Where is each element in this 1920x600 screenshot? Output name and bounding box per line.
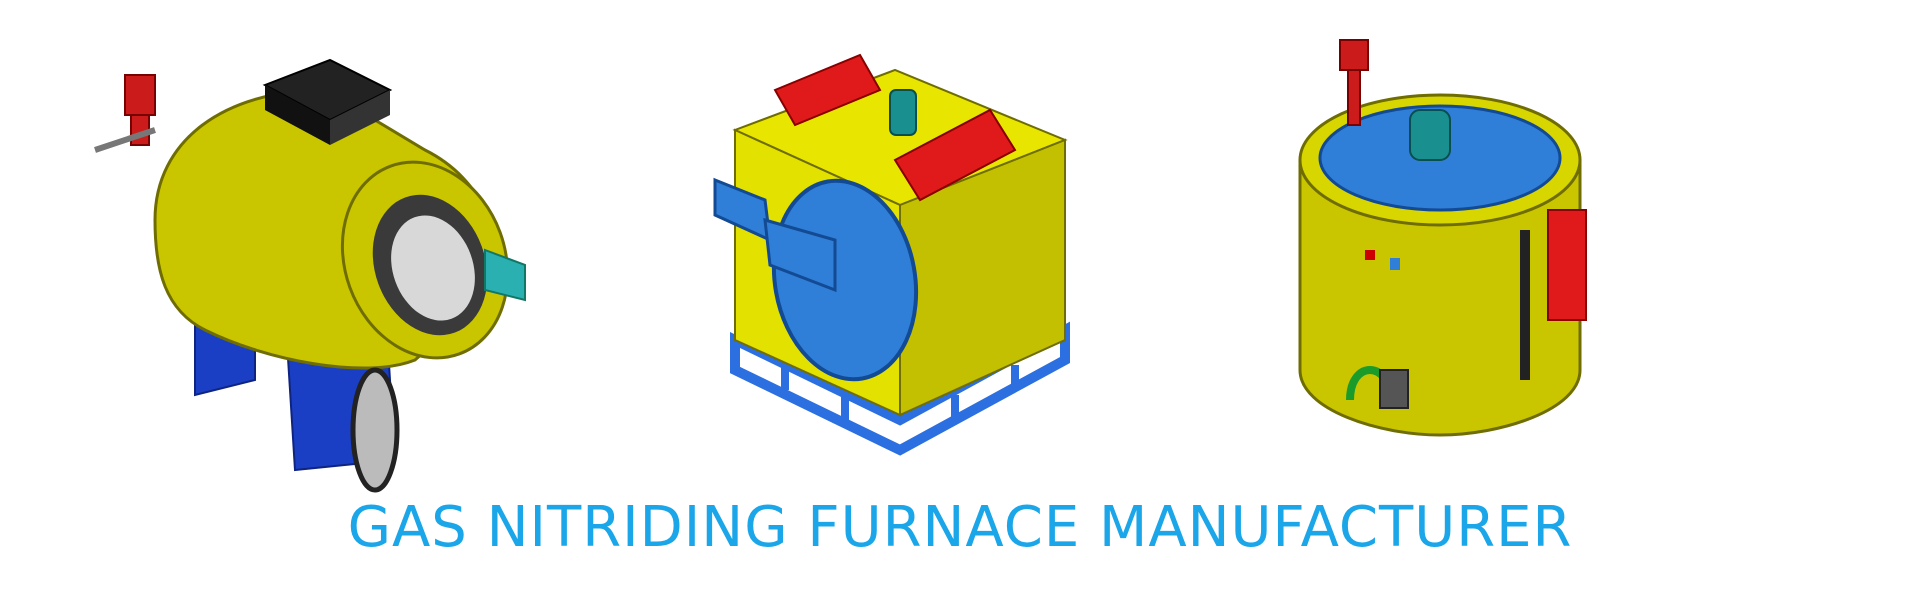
indicator-red	[1365, 250, 1375, 260]
gas-pipe	[94, 127, 156, 153]
box-furnace-illustration	[713, 53, 1070, 456]
horizontal-furnace-illustration	[94, 58, 526, 493]
pit-furnace-illustration	[1298, 39, 1587, 437]
control-panel	[1547, 209, 1587, 321]
base-frame	[730, 321, 1070, 456]
inner-muffle	[391, 215, 475, 321]
heater-block	[773, 53, 882, 127]
valve	[1379, 369, 1409, 409]
motor	[484, 248, 526, 302]
indicator-blue	[1390, 258, 1400, 270]
fan-motor	[889, 89, 917, 136]
top-box-side	[265, 85, 330, 145]
door-clamp	[763, 217, 837, 293]
box-furnace-image	[695, 20, 1105, 460]
fan-motor	[1409, 109, 1451, 161]
lift-column	[1520, 230, 1530, 380]
pit-furnace-image	[1280, 30, 1600, 450]
heater-block	[893, 108, 1017, 202]
horizontal-furnace-image	[85, 30, 545, 510]
red-burner	[1339, 39, 1369, 71]
door-disc	[350, 367, 400, 493]
headline: GAS NITRIDING FURNACE MANUFACTURER	[347, 495, 1573, 560]
red-burner	[124, 74, 156, 116]
red-burner-stem	[1347, 69, 1361, 126]
top-box-front	[330, 90, 390, 145]
door	[771, 178, 919, 382]
